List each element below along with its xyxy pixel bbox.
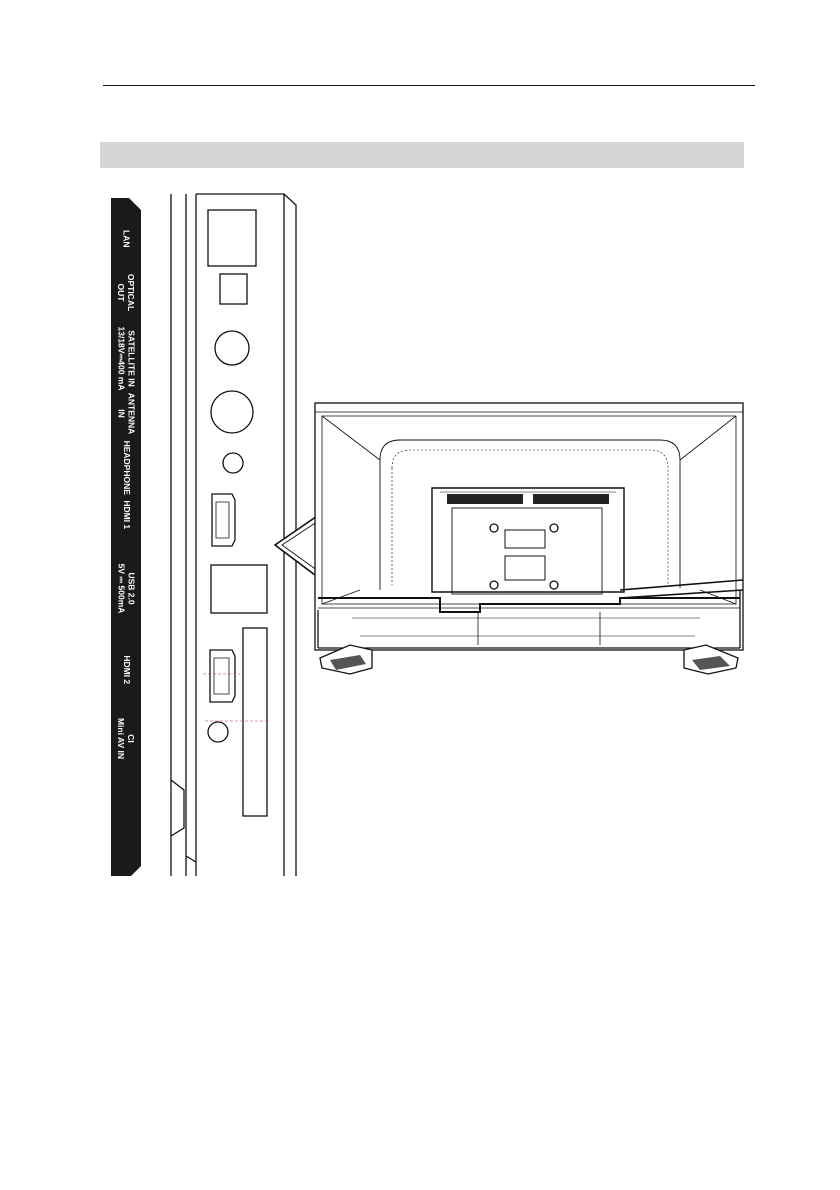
optical-port-icon bbox=[220, 274, 247, 304]
usb-port-icon bbox=[211, 565, 267, 613]
lan-port-icon bbox=[208, 210, 256, 266]
ci-slot-icon bbox=[243, 628, 267, 816]
mini-av-jack-icon bbox=[208, 722, 228, 742]
tv-rear-view bbox=[315, 403, 743, 674]
satellite-port-icon bbox=[215, 331, 249, 365]
antenna-port-icon bbox=[211, 391, 253, 433]
headphone-jack-icon bbox=[223, 453, 243, 473]
side-connector-panel bbox=[171, 194, 296, 876]
